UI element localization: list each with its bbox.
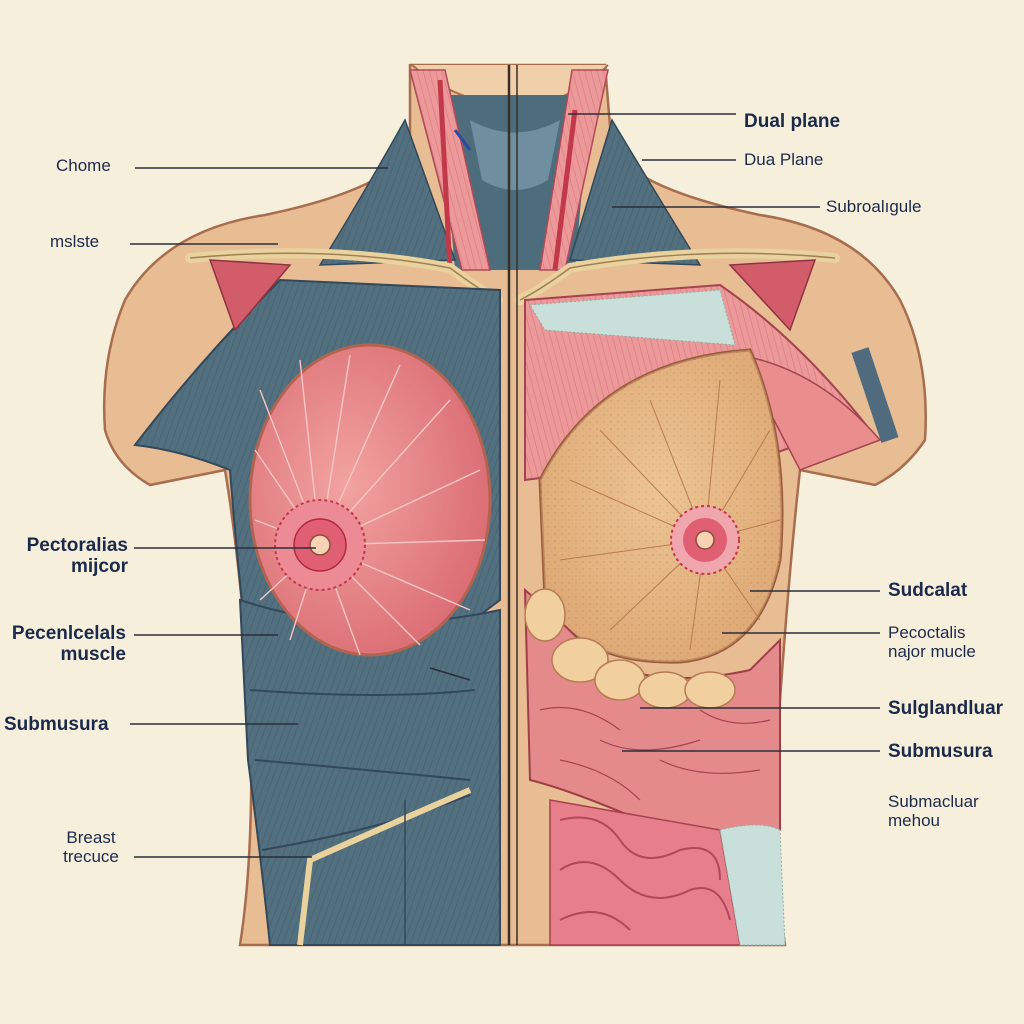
label-submusura-left: Submusura <box>4 714 109 735</box>
clavicle-right-outline <box>519 252 836 301</box>
dotted-band-right <box>529 289 736 346</box>
label-pecoctalis-line2: najor mucle <box>888 641 976 661</box>
label-submacluar: Submacluar mehou <box>888 792 979 830</box>
label-breast-line2: trecuce <box>63 846 119 866</box>
nipple-left <box>309 534 331 556</box>
serratus-right <box>738 353 882 471</box>
clavicle-left-outline <box>189 252 499 301</box>
breast-left <box>248 343 492 657</box>
label-pectoralias-line2: mijcor <box>70 555 128 577</box>
label-pecenlcelals-line2: muscle <box>60 643 126 665</box>
label-subclavicle: Subroalıgule <box>826 197 922 216</box>
label-breast-line1: Breast <box>66 828 116 847</box>
label-mslste: mslste <box>50 232 100 251</box>
label-pecenlcelals-line1: Pecenlcelals <box>11 623 126 644</box>
label-breast-trecuce: Breast trecuce <box>44 828 138 866</box>
label-sudcalat: Sudcalat <box>888 580 968 601</box>
label-pectoralias: Pectoralias mijcor <box>4 535 128 578</box>
label-dual-plane-bold: Dual plane <box>744 111 841 132</box>
label-sulglandular: Sulglandluar <box>888 698 1004 719</box>
label-pecoctalis: Pecoctalis najor mucle <box>888 623 976 661</box>
nipple-right <box>695 530 715 550</box>
deltoid-left <box>208 259 292 332</box>
artery-right <box>552 109 578 271</box>
label-pecoctalis-line1: Pecoctalis <box>888 623 966 642</box>
label-pecenlcelals: Pecenlcelals muscle <box>0 623 126 666</box>
label-pectoralias-line1: Pectoralias <box>26 535 128 556</box>
label-submacluar-line2: mehou <box>888 810 940 830</box>
fat-globules <box>524 588 736 709</box>
leader-lines <box>130 113 880 858</box>
deltoid-right <box>728 259 817 332</box>
label-submacluar-line1: Submacluar <box>888 792 979 811</box>
label-submusura-right: Submusura <box>888 741 993 762</box>
neck-muscle-right <box>539 69 609 271</box>
label-chome: Chome <box>56 156 111 175</box>
trapezius-left <box>318 118 457 266</box>
label-dual-plane: Dua Plane <box>744 150 824 169</box>
artery-left <box>437 79 453 271</box>
